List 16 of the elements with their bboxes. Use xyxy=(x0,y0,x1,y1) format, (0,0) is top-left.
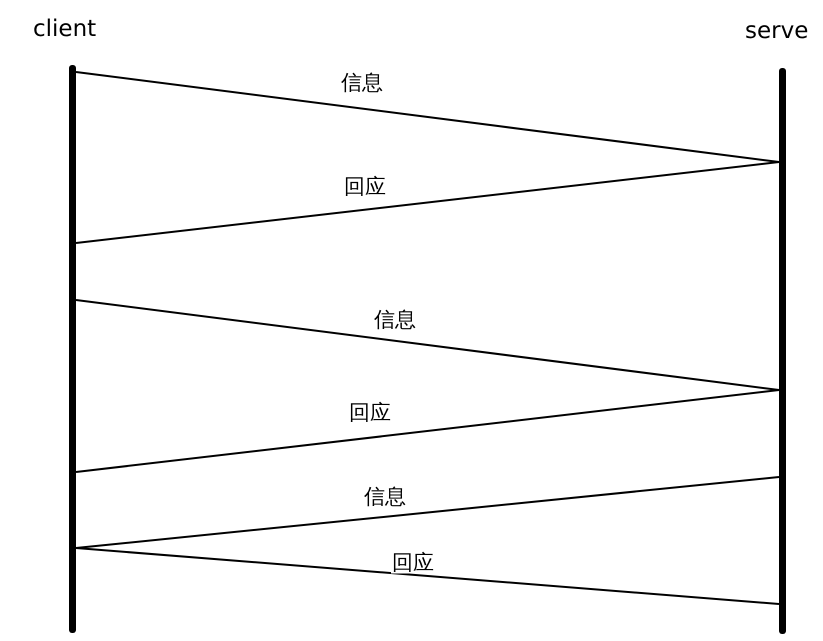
message-line xyxy=(76,547,780,605)
edge-label: 回应 xyxy=(343,176,387,198)
edge-label: 回应 xyxy=(391,552,435,574)
lifeline-bar xyxy=(779,68,786,634)
message-line xyxy=(76,476,780,549)
message-line xyxy=(76,299,780,391)
lifeline-bar xyxy=(69,65,76,633)
lifeline-label: serve xyxy=(745,20,808,43)
edge-label: 信息 xyxy=(363,486,407,508)
message-line xyxy=(76,389,780,473)
edge-label: 信息 xyxy=(340,72,384,94)
lifeline-label: client xyxy=(33,18,96,41)
edge-label: 回应 xyxy=(348,402,392,424)
message-line xyxy=(76,161,780,244)
message-line xyxy=(76,71,780,163)
edge-label: 信息 xyxy=(373,310,417,330)
